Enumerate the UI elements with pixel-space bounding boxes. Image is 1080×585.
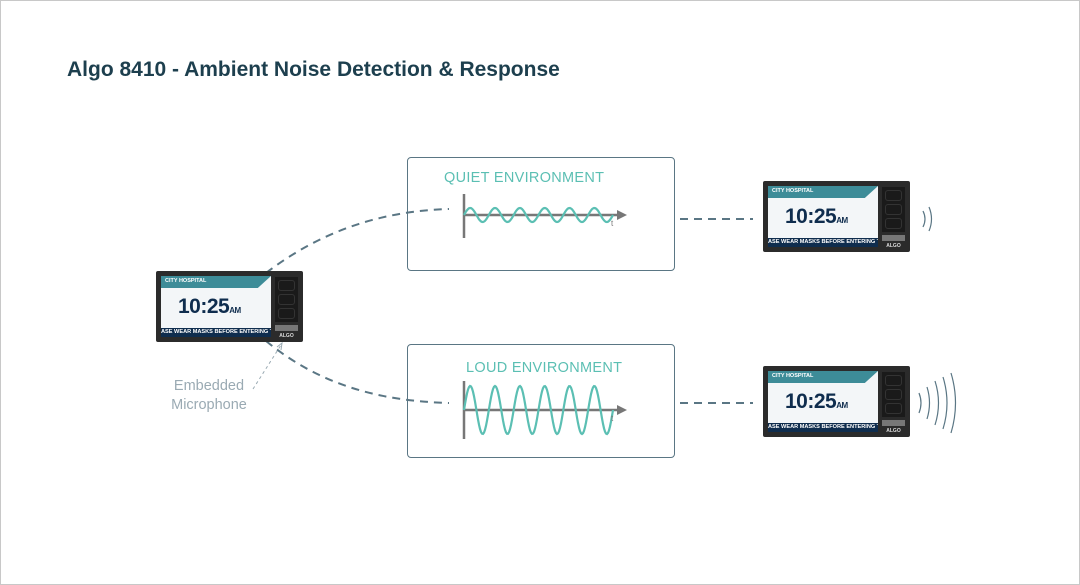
quiet-waveform: t	[462, 194, 627, 238]
mic-pointer-arrow	[252, 344, 282, 390]
loud-environment-box	[407, 344, 675, 458]
speaker-grille-icon	[882, 372, 905, 417]
loud-waveform: t	[462, 381, 627, 439]
device-screen: CITY HOSPITAL 10:25AM ASE WEAR MASKS BEF…	[768, 186, 878, 247]
source-device: CITY HOSPITAL 10:25AM ASE WEAR MASKS BEF…	[156, 271, 303, 342]
time-axis-arrow	[617, 210, 627, 220]
mic-pointer-arrowhead	[276, 341, 283, 351]
microphone-icon	[275, 325, 298, 331]
brand-logo: ALGO	[886, 428, 901, 434]
scrolling-ticker: ASE WEAR MASKS BEFORE ENTERING TO	[161, 328, 271, 337]
connector-to-loud	[265, 340, 450, 404]
hospital-name: CITY HOSPITAL	[772, 188, 814, 194]
hospital-name: CITY HOSPITAL	[772, 373, 814, 379]
screen-header	[768, 371, 878, 383]
quiet-environment-box	[407, 157, 675, 271]
clock-time: 10:25AM	[785, 390, 848, 413]
loud-output-device: CITY HOSPITAL 10:25AM ASE WEAR MASKS BEF…	[763, 366, 910, 437]
sine-wave	[462, 384, 615, 436]
speaker-grille-icon	[882, 187, 905, 232]
brand-logo: ALGO	[279, 333, 294, 339]
screen-header	[161, 276, 271, 288]
time-axis-arrow	[617, 405, 627, 415]
microphone-icon	[882, 235, 905, 241]
time-axis-label: t	[611, 414, 614, 423]
page-title: Algo 8410 - Ambient Noise Detection & Re…	[67, 58, 560, 81]
loud-sound-icon	[918, 372, 957, 434]
connector-to-quiet	[265, 208, 450, 274]
embedded-microphone-label: Embedded Microphone	[171, 378, 247, 413]
device-screen: CITY HOSPITAL 10:25AM ASE WEAR MASKS BEF…	[768, 371, 878, 432]
scrolling-ticker: ASE WEAR MASKS BEFORE ENTERING TO	[768, 238, 878, 247]
scrolling-ticker: ASE WEAR MASKS BEFORE ENTERING TO	[768, 423, 878, 432]
sine-wave	[463, 206, 614, 224]
loud-environment-label: LOUD ENVIRONMENT	[466, 360, 623, 376]
speaker-grille-icon	[275, 277, 298, 322]
quiet-output-device: CITY HOSPITAL 10:25AM ASE WEAR MASKS BEF…	[763, 181, 910, 252]
microphone-icon	[882, 420, 905, 426]
time-axis-label: t	[611, 219, 614, 228]
screen-header	[768, 186, 878, 198]
clock-time: 10:25AM	[178, 295, 241, 318]
device-screen: CITY HOSPITAL 10:25AM ASE WEAR MASKS BEF…	[161, 276, 271, 337]
quiet-sound-icon	[922, 206, 933, 232]
hospital-name: CITY HOSPITAL	[165, 278, 207, 284]
brand-logo: ALGO	[886, 243, 901, 249]
quiet-environment-label: QUIET ENVIRONMENT	[444, 170, 605, 186]
clock-time: 10:25AM	[785, 205, 848, 228]
